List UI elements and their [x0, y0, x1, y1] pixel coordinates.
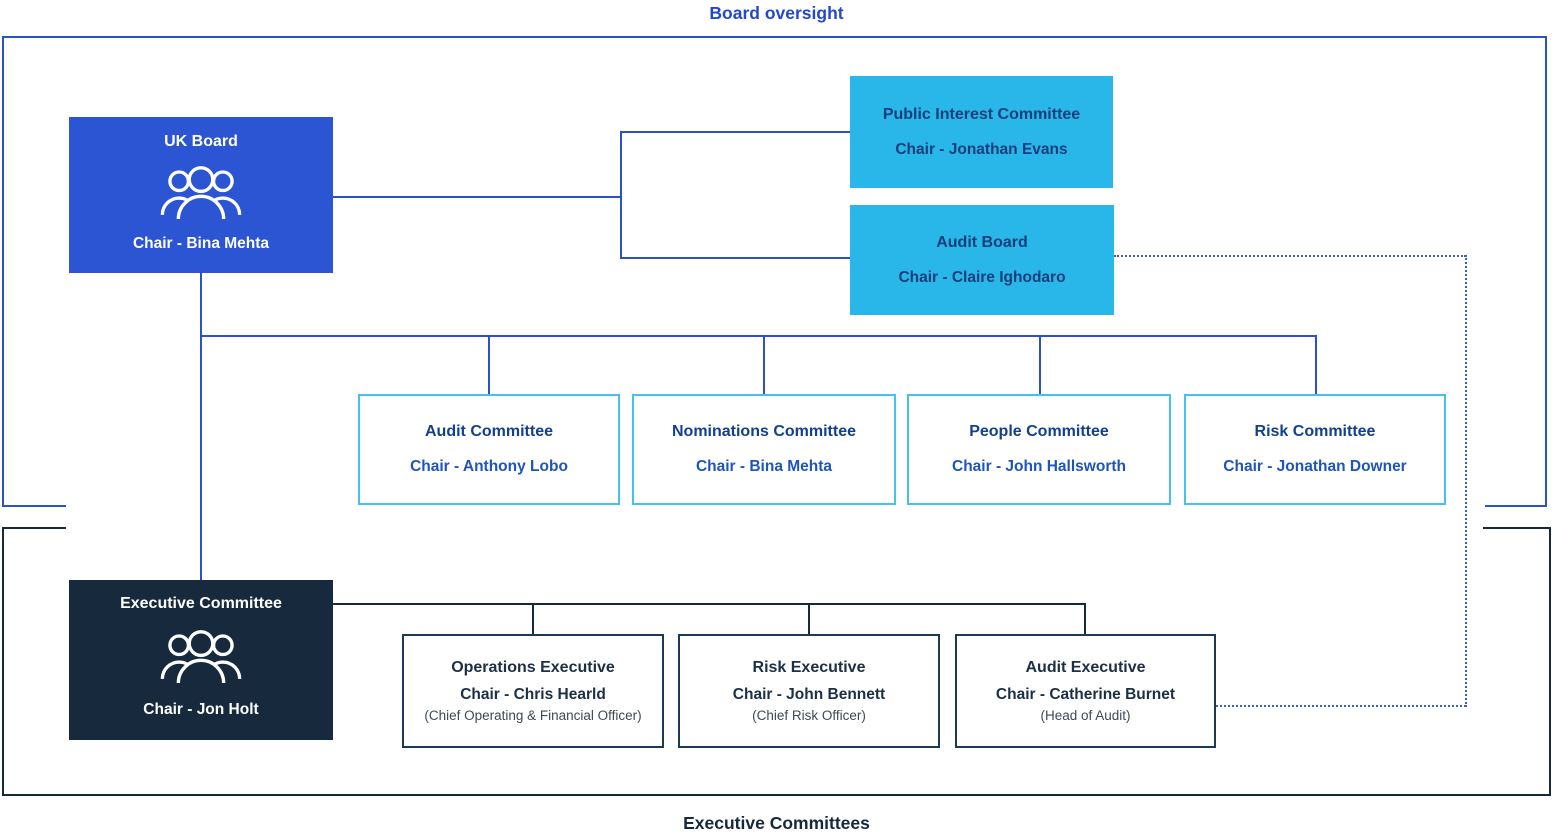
- audit-executive-title: Audit Executive: [1025, 658, 1146, 676]
- audit-board-title: Audit Board: [936, 233, 1028, 251]
- executive-committee-chair: Chair - Jon Holt: [143, 701, 259, 718]
- connector-to-audit-board: [620, 257, 850, 259]
- operations-executive-role: (Chief Operating & Financial Officer): [424, 707, 642, 723]
- exec-frame-top-right: [1483, 527, 1551, 529]
- risk-committee-title: Risk Committee: [1254, 423, 1376, 440]
- exec-frame-left: [2, 527, 4, 796]
- exec-frame-top-left: [2, 527, 66, 529]
- connector-drop-operations-exec: [532, 603, 534, 634]
- risk-executive-box: Risk Executive Chair - John Bennett (Chi…: [678, 634, 940, 748]
- risk-executive-chair: Chair - John Bennett: [732, 685, 886, 703]
- operations-executive-box: Operations Executive Chair - Chris Hearl…: [402, 634, 664, 748]
- connector-drop-risk-exec: [808, 603, 810, 634]
- board-frame-left: [2, 36, 4, 507]
- audit-committee-box: Audit Committee Chair - Anthony Lobo: [358, 394, 620, 505]
- nominations-committee-box: Nominations Committee Chair - Bina Mehta: [632, 394, 896, 505]
- audit-executive-role: (Head of Audit): [1040, 707, 1131, 723]
- dotted-link-auditboard-horizontal: [1114, 255, 1466, 257]
- connector-exec-trunk: [333, 603, 1086, 605]
- operations-executive-title: Operations Executive: [451, 658, 615, 676]
- people-committee-title: People Committee: [969, 423, 1109, 440]
- public-interest-title: Public Interest Committee: [882, 105, 1081, 123]
- board-frame-bottom-left: [2, 505, 66, 507]
- exec-frame-bottom: [2, 794, 1551, 796]
- people-icon: [160, 630, 242, 684]
- risk-committee-chair: Chair - Jonathan Downer: [1223, 458, 1407, 475]
- uk-board-chair: Chair - Bina Mehta: [132, 235, 270, 252]
- executive-committee-title: Executive Committee: [120, 595, 282, 612]
- audit-committee-title: Audit Committee: [425, 423, 553, 440]
- board-oversight-title: Board oversight: [709, 3, 844, 23]
- risk-executive-role: (Chief Risk Officer): [752, 707, 866, 723]
- operations-executive-chair: Chair - Chris Hearld: [460, 685, 606, 703]
- connector-drop-risk: [1315, 335, 1317, 394]
- risk-committee-box: Risk Committee Chair - Jonathan Downer: [1184, 394, 1446, 505]
- audit-executive-chair: Chair - Catherine Burnet: [995, 685, 1176, 703]
- audit-board-chair: Chair - Claire Ighodaro: [898, 268, 1066, 286]
- people-committee-chair: Chair - John Hallsworth: [952, 458, 1126, 475]
- board-frame-right: [1545, 36, 1547, 507]
- connector-drop-audit-committee: [488, 335, 490, 394]
- connector-ukboard-to-exec: [200, 273, 202, 580]
- audit-committee-chair: Chair - Anthony Lobo: [410, 458, 568, 475]
- board-frame-bottom-right: [1485, 505, 1547, 507]
- connector-ukboard-to-trunk: [333, 196, 622, 198]
- connector-trunk-vertical: [620, 131, 622, 259]
- exec-frame-right: [1549, 527, 1551, 796]
- executive-committee-box: Executive Committee Chair - Jon Holt: [69, 580, 333, 740]
- public-interest-chair: Chair - Jonathan Evans: [895, 140, 1068, 158]
- people-committee-box: People Committee Chair - John Hallsworth: [907, 394, 1171, 505]
- connector-to-public-interest: [620, 131, 850, 133]
- connector-drop-audit-exec: [1084, 603, 1086, 634]
- public-interest-committee-box: Public Interest Committee Chair - Jonath…: [850, 76, 1113, 188]
- nominations-committee-chair: Chair - Bina Mehta: [695, 458, 833, 475]
- nominations-committee-title: Nominations Committee: [671, 423, 856, 440]
- dotted-link-vertical: [1465, 255, 1467, 707]
- audit-executive-box: Audit Executive Chair - Catherine Burnet…: [955, 634, 1216, 748]
- people-icon: [160, 166, 242, 220]
- board-frame-top: [2, 36, 1547, 38]
- connector-drop-nominations: [763, 335, 765, 394]
- connector-committee-trunk: [200, 335, 1317, 337]
- audit-board-box: Audit Board Chair - Claire Ighodaro: [850, 205, 1114, 315]
- uk-board-title: UK Board: [164, 133, 238, 150]
- connector-drop-people: [1039, 335, 1041, 394]
- risk-executive-title: Risk Executive: [752, 658, 866, 676]
- executive-committees-title: Executive Committees: [683, 813, 870, 833]
- dotted-link-auditexec-horizontal: [1216, 705, 1466, 707]
- uk-board-box: UK Board Chair - Bina Mehta: [69, 117, 333, 273]
